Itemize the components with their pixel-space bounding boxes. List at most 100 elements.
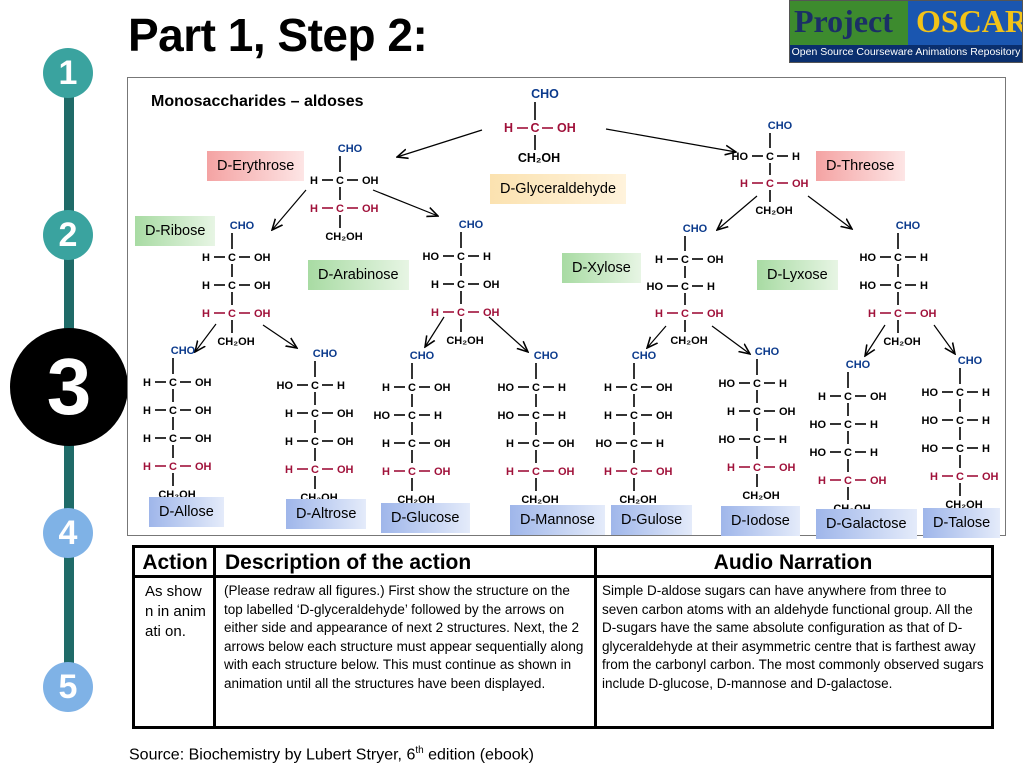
hydrogen-atom: H xyxy=(382,438,390,450)
carbon-atom: C xyxy=(532,438,540,450)
hydroxyl-group: OH xyxy=(195,461,212,473)
hydrogen-atom: H xyxy=(558,382,566,394)
hydroxyl-group: OH xyxy=(362,175,379,187)
carbon-atom: C xyxy=(408,382,416,394)
arrow xyxy=(605,128,736,152)
carbon-atom: C xyxy=(169,405,177,417)
carbon-atom: C xyxy=(408,410,416,422)
carbon-atom: C xyxy=(228,308,236,320)
step-2-button[interactable]: 2 xyxy=(43,210,93,260)
hydrogen-atom: H xyxy=(483,251,491,263)
hydroxyl-group: OH xyxy=(483,307,500,319)
label-d-altrose: D-Altrose xyxy=(286,499,367,529)
carbon-atom: C xyxy=(894,280,902,292)
arrow xyxy=(647,325,667,348)
carbon-atom: C xyxy=(457,251,465,263)
cho-group: CHO xyxy=(171,345,196,357)
hydrogen-atom: H xyxy=(604,466,612,478)
cho-group: CHO xyxy=(230,220,255,232)
carbon-atom: C xyxy=(311,464,319,476)
carbon-atom: C xyxy=(766,178,774,190)
hydroxyl-group: HO xyxy=(647,281,664,293)
hydrogen-atom: H xyxy=(143,405,151,417)
arrow xyxy=(397,129,483,157)
arrow xyxy=(711,325,750,354)
hydroxyl-group: OH xyxy=(707,308,724,320)
hydrogen-atom: H xyxy=(202,252,210,264)
carbon-atom: C xyxy=(956,443,964,455)
carbon-atom: C xyxy=(753,378,761,390)
label-d-lyxose: D-Lyxose xyxy=(757,260,838,290)
hydroxyl-group: HO xyxy=(423,251,440,263)
ch2oh-group: CH₂OH xyxy=(742,490,779,502)
step-3-current[interactable]: 3 xyxy=(10,328,128,446)
step-4-button[interactable]: 4 xyxy=(43,508,93,558)
label-d-arabinose: D-Arabinose xyxy=(308,260,409,290)
cho-group: CHO xyxy=(459,219,484,231)
carbon-atom: C xyxy=(532,382,540,394)
label-d-galactose: D-Galactose xyxy=(816,509,917,539)
carbon-atom: C xyxy=(681,308,689,320)
carbon-atom: C xyxy=(311,408,319,420)
project-oscar-logo: Project OSCAR Open Source Courseware Ani… xyxy=(789,0,1023,63)
carbon-atom: C xyxy=(844,419,852,431)
label-d-gulose: D-Gulose xyxy=(611,505,693,535)
hydroxyl-group: OH xyxy=(656,382,673,394)
label-d-ribose: D-Ribose xyxy=(135,216,216,246)
hydroxyl-group: OH xyxy=(557,121,576,135)
ch2oh-group: CH₂OH xyxy=(755,205,792,217)
hydrogen-atom: H xyxy=(604,382,612,394)
carbon-atom: C xyxy=(956,471,964,483)
label-d-erythrose: D-Erythrose xyxy=(207,151,305,181)
hydrogen-atom: H xyxy=(818,475,826,487)
logo-word-project: Project xyxy=(794,3,893,39)
ch2oh-group: CH₂OH xyxy=(518,151,560,165)
ch2oh-group: CH₂OH xyxy=(883,336,920,348)
hydrogen-atom: H xyxy=(930,471,938,483)
ch2oh-group: CH₂OH xyxy=(217,336,254,348)
carbon-atom: C xyxy=(681,254,689,266)
carbon-atom: C xyxy=(630,382,638,394)
hydrogen-atom: H xyxy=(143,461,151,473)
diagram-heading: Monosaccharides – aldoses xyxy=(151,93,364,110)
hydroxyl-group: HO xyxy=(732,151,749,163)
hydrogen-atom: H xyxy=(707,281,715,293)
label-d-allose: D-Allose xyxy=(149,497,224,527)
hydrogen-atom: H xyxy=(285,436,293,448)
source-suffix: edition (ebook) xyxy=(423,746,534,764)
hydroxyl-group: OH xyxy=(558,438,575,450)
header-audio-narration: Audio Narration xyxy=(595,548,991,578)
carbon-atom: C xyxy=(336,203,344,215)
hydrogen-atom: H xyxy=(382,382,390,394)
carbon-atom: C xyxy=(894,308,902,320)
step-1-button[interactable]: 1 xyxy=(43,48,93,98)
arrow xyxy=(488,316,528,352)
hydrogen-atom: H xyxy=(982,387,990,399)
hydroxyl-group: HO xyxy=(498,382,515,394)
hydroxyl-group: HO xyxy=(719,378,736,390)
action-table: Action Description of the action Audio N… xyxy=(132,545,994,729)
carbon-atom: C xyxy=(169,433,177,445)
carbon-atom: C xyxy=(530,121,539,135)
label-d-xylose: D-Xylose xyxy=(562,253,641,283)
hydroxyl-group: OH xyxy=(337,464,354,476)
step-5-button[interactable]: 5 xyxy=(43,662,93,712)
arrow xyxy=(807,195,852,229)
hydrogen-atom: H xyxy=(506,466,514,478)
carbon-atom: C xyxy=(228,252,236,264)
hydroxyl-group: OH xyxy=(195,433,212,445)
hydroxyl-group: OH xyxy=(870,475,887,487)
carbon-atom: C xyxy=(311,436,319,448)
cho-group: CHO xyxy=(410,350,435,362)
source-text: Source: Biochemistry by Lubert Stryer, 6 xyxy=(129,746,416,764)
carbon-atom: C xyxy=(169,461,177,473)
hydroxyl-group: HO xyxy=(922,443,939,455)
source-superscript: th xyxy=(415,745,424,756)
hydroxyl-group: OH xyxy=(483,279,500,291)
hydroxyl-group: HO xyxy=(810,419,827,431)
carbon-atom: C xyxy=(457,279,465,291)
cho-group: CHO xyxy=(846,359,871,371)
hydroxyl-group: HO xyxy=(810,447,827,459)
description-cell: (Please redraw all figures.) First show … xyxy=(224,583,584,691)
hydroxyl-group: OH xyxy=(195,377,212,389)
